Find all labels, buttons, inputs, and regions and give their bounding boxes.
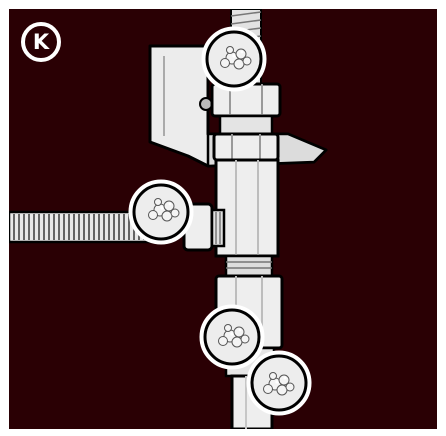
illustration-panel: K [9, 9, 437, 429]
leak-check-top-nut [201, 26, 267, 92]
upper-nut-stack [210, 82, 282, 162]
leak-check-side-fitting [128, 179, 194, 245]
gas-line-leak-check-diagram [9, 9, 328, 429]
leak-check-lower-coupling [199, 304, 265, 370]
step-letter: K [32, 29, 50, 54]
step-badge: K [21, 22, 61, 62]
leak-check-bottom-joint [246, 350, 312, 416]
